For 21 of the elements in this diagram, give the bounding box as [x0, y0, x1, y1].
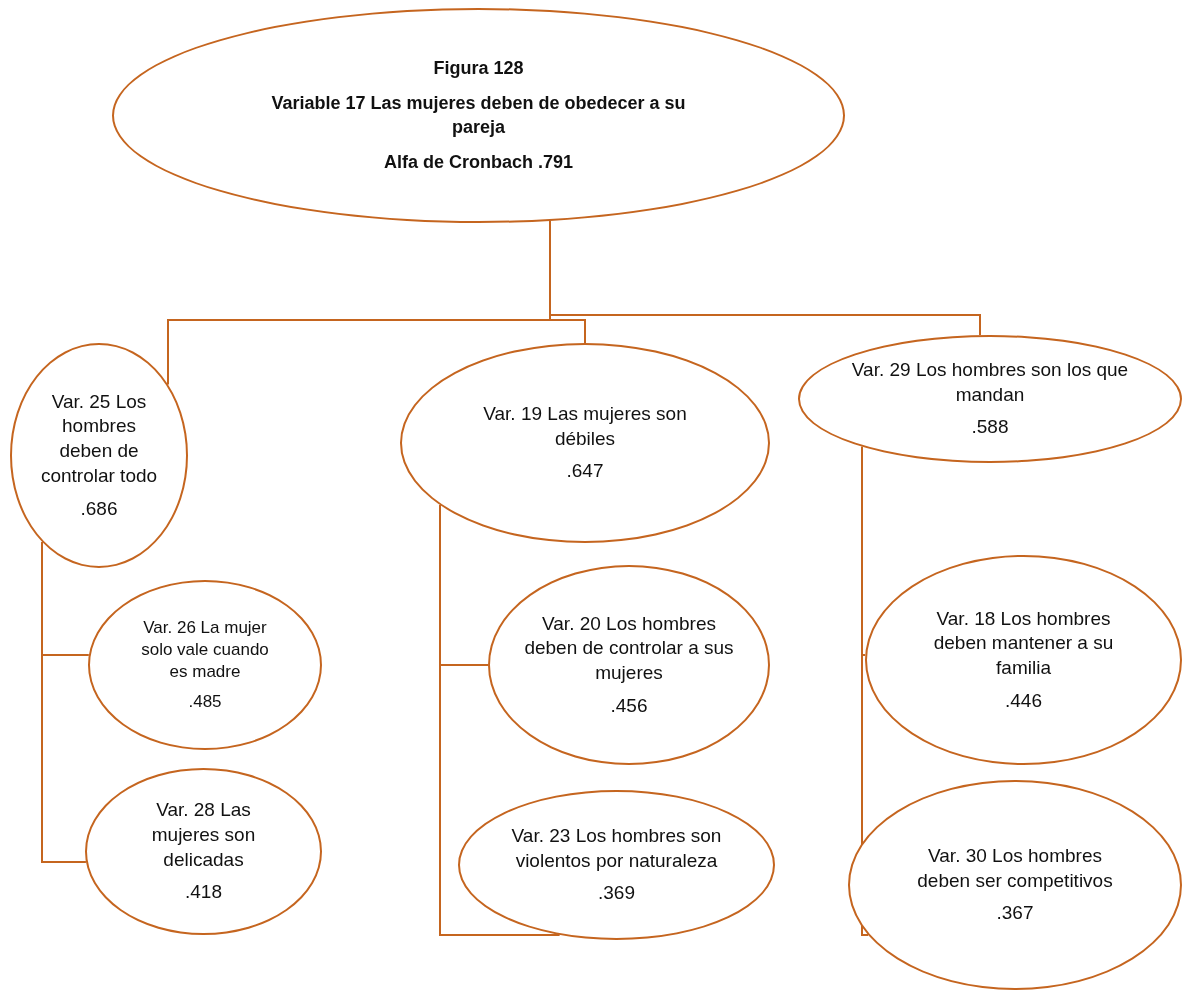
loading-value: .686	[80, 496, 118, 521]
loading-value: .485	[188, 691, 222, 714]
node-text: Var. 30 Los hombres deben ser competitivos	[916, 843, 1114, 893]
loading-value: .369	[598, 881, 635, 906]
node-text: Var. 28 Las mujeres son delicadas	[150, 798, 257, 872]
node-text: Var. 26 La mujer solo vale cuando es madre	[140, 616, 270, 683]
node-text: Var. 18 Los hombres deben mantener a su familia	[932, 606, 1115, 680]
loading-value: .446	[1005, 688, 1042, 713]
loading-value: .647	[566, 459, 604, 484]
node-text: Alfa de Cronbach .791	[383, 150, 574, 174]
node-text: Var. 20 Los hombres deben de controlar a sus mujeres	[523, 611, 735, 685]
loading-value: .418	[185, 880, 222, 905]
node-text: Var. 25 Los hombres deben de controlar todo	[39, 389, 159, 488]
loading-value: .456	[610, 693, 648, 718]
loading-value: .588	[971, 415, 1009, 440]
node-text: Var. 23 Los hombres son violentos por naturaleza	[510, 823, 723, 873]
node-text: Var. 19 Las mujeres son débiles	[482, 401, 688, 451]
node-text: Var. 29 Los hombres son los que mandan	[850, 357, 1130, 407]
loading-value: .367	[996, 901, 1034, 926]
node-text: Variable 17 Las mujeres deben de obedecer a su pareja	[270, 92, 687, 139]
node-text: Figura 128	[433, 56, 524, 80]
